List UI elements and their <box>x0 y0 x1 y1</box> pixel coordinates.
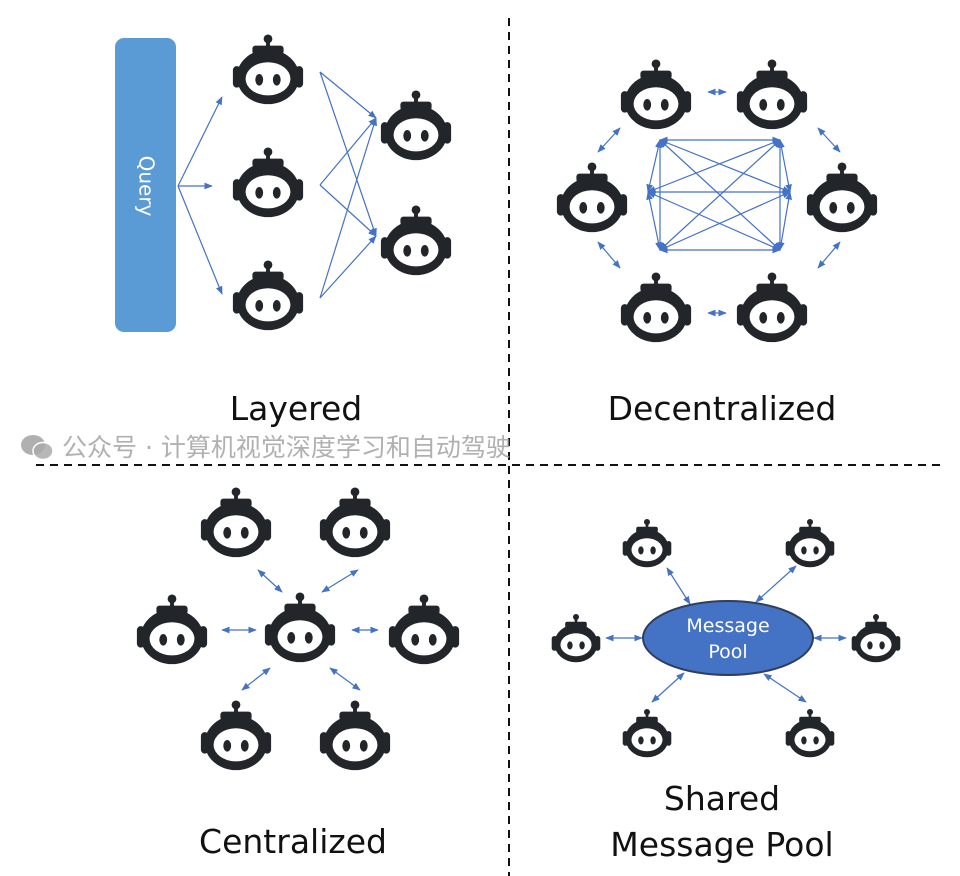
robot-icon <box>264 592 336 663</box>
robot-icon <box>200 700 272 771</box>
arrow <box>319 235 377 299</box>
bidirectional-arrow <box>646 139 662 193</box>
arrow <box>319 71 377 237</box>
robot-icon <box>388 594 460 665</box>
bidirectional-arrow <box>597 127 621 153</box>
robot-icon <box>851 614 901 663</box>
robot-icon <box>620 59 692 130</box>
query-box <box>115 38 176 332</box>
centralized-label: Centralized <box>199 822 387 861</box>
robot-icon <box>785 519 835 568</box>
arrow <box>319 184 377 237</box>
arrow <box>319 117 377 299</box>
robot-icon <box>319 700 391 771</box>
bidirectional-arrow <box>647 139 781 193</box>
robot-icon <box>620 272 692 343</box>
bidirectional-arrow <box>647 191 781 251</box>
robot-icon <box>551 614 601 663</box>
arrow <box>177 185 223 295</box>
query-label: Query <box>135 156 159 217</box>
robot-icon <box>232 260 304 331</box>
bidirectional-arrow <box>321 569 359 593</box>
bidirectional-arrow <box>755 565 797 603</box>
shared-label: Shared <box>664 779 780 818</box>
robot-icon <box>232 34 304 105</box>
bidirectional-arrow <box>777 191 793 251</box>
bidirectional-arrow <box>241 667 271 691</box>
message-pool <box>642 600 814 676</box>
robot-icon <box>556 162 628 233</box>
robot-icon <box>622 709 672 758</box>
arrow <box>319 71 377 119</box>
robot-icon <box>736 272 808 343</box>
message-pool-label: Message Pool <box>610 825 833 864</box>
bidirectional-arrow <box>659 139 791 193</box>
bidirectional-arrow <box>651 672 685 703</box>
bidirectional-arrow <box>646 191 662 251</box>
decentralized-label: Decentralized <box>608 389 837 428</box>
robot-icon <box>806 162 878 233</box>
bidirectional-arrow <box>329 667 361 691</box>
robot-icon <box>622 519 672 568</box>
bidirectional-arrow <box>817 127 841 153</box>
layered-label: Layered <box>230 389 363 428</box>
wechat-icon <box>21 435 54 461</box>
bidirectional-arrow <box>763 673 807 703</box>
watermark-text: 公众号 · 计算机视觉深度学习和自动驾驶 <box>62 433 511 462</box>
bidirectional-arrow <box>778 139 792 193</box>
robot-icon <box>136 594 208 665</box>
watermark: 公众号 · 计算机视觉深度学习和自动驾驶 <box>20 434 511 462</box>
robot-icon <box>736 59 808 130</box>
arrow <box>319 117 377 186</box>
robot-icon <box>232 147 304 218</box>
pool-label-line1: Message <box>686 615 769 637</box>
robot-icon <box>785 709 835 758</box>
robot-icon <box>380 90 452 161</box>
bidirectional-arrow <box>817 241 841 269</box>
bidirectional-arrow <box>597 241 621 269</box>
arrow <box>177 96 223 187</box>
robot-icon <box>200 487 272 558</box>
bidirectional-arrow <box>666 567 691 605</box>
robot-icon <box>380 205 452 276</box>
robot-icon <box>319 487 391 558</box>
bidirectional-arrow <box>257 569 283 593</box>
pool-label-line2: Pool <box>708 641 747 663</box>
